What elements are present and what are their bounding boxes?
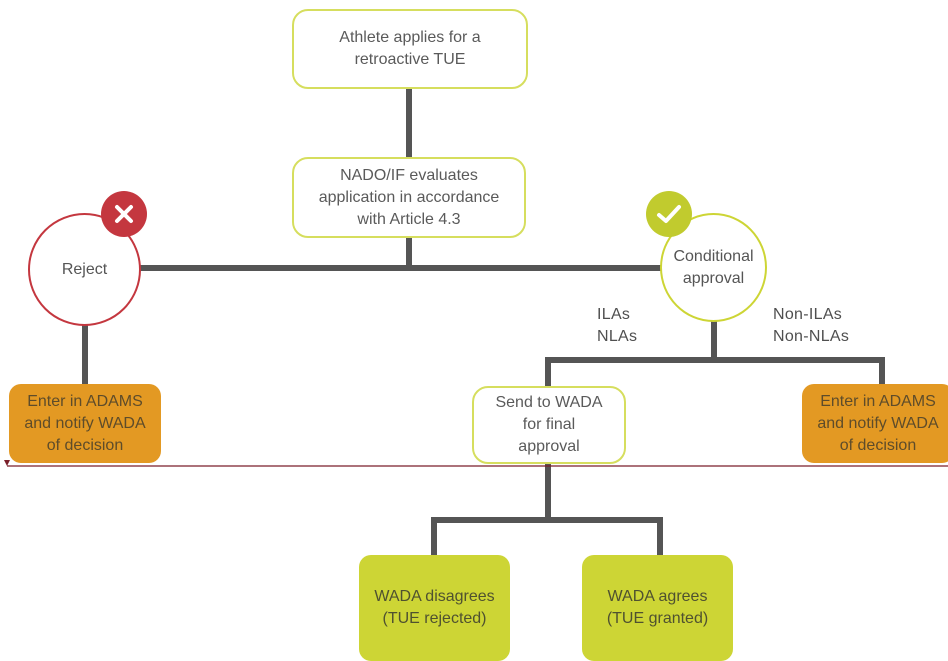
- node-send-to-wada: Send to WADA for final approval: [472, 386, 626, 464]
- node-wada-agrees: WADA agrees (TUE granted): [582, 555, 733, 661]
- close-icon: [115, 205, 133, 223]
- label-ilas-nlas: ILAs NLAs: [597, 306, 638, 345]
- reject-badge: [101, 191, 147, 237]
- node-wada-disagrees: WADA disagrees (TUE rejected): [359, 555, 510, 661]
- rule-marker: [4, 460, 10, 466]
- node-nado-evaluates: NADO/IF evaluates application in accorda…: [292, 157, 526, 238]
- label-non-ilas-nlas: Non-ILAs Non-NLAs: [773, 306, 850, 345]
- check-icon: [657, 205, 681, 223]
- node-athlete-applies: Athlete applies for a retroactive TUE: [292, 9, 528, 89]
- node-enter-adams-right: Enter in ADAMS and notify WADA of decisi…: [802, 384, 948, 463]
- approve-badge: [646, 191, 692, 237]
- node-enter-adams-left: Enter in ADAMS and notify WADA of decisi…: [9, 384, 161, 463]
- connector-split-branches: [545, 357, 885, 386]
- connector-split-wada: [431, 517, 663, 555]
